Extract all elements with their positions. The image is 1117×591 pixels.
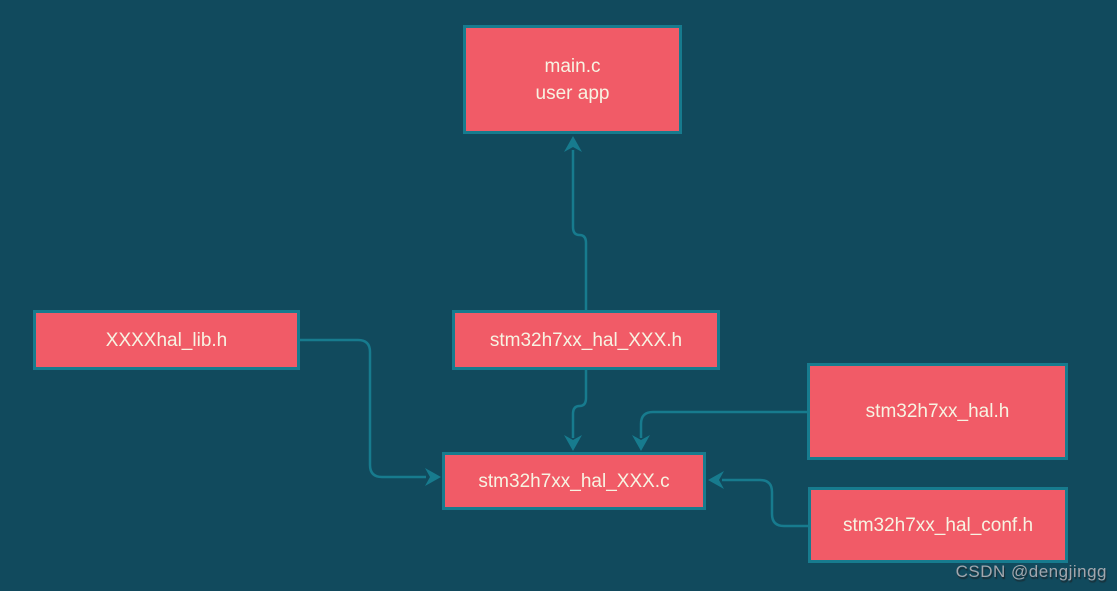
node-stm32h7xx-hal-xxx-c-label: stm32h7xx_hal_XXX.c: [478, 470, 670, 492]
node-stm32h7xx-hal-xxx-c: stm32h7xx_hal_XXX.c: [442, 452, 706, 510]
edge-halxxxh-to-halxxxc: [571, 370, 588, 438]
node-main-c-user-app: main.c user app: [463, 25, 682, 134]
edge-halh-to-halxxxc: [639, 410, 807, 438]
arrowhead-right-halxxxc: [425, 468, 441, 486]
arrowhead-down-halxxxc-right: [632, 435, 650, 451]
node-stm32h7xx-hal-conf-h: stm32h7xx_hal_conf.h: [808, 487, 1068, 563]
arrowhead-up-main: [564, 136, 582, 152]
edge-halconfh-to-halxxxc: [722, 478, 808, 528]
arrowhead-left-halxxxc: [708, 471, 724, 489]
edge-halxxxh-to-main: [571, 150, 588, 310]
node-stm32h7xx-hal-conf-h-label: stm32h7xx_hal_conf.h: [842, 514, 1034, 536]
node-stm32h7xx-hal-h: stm32h7xx_hal.h: [807, 363, 1068, 460]
node-main-line2: user app: [535, 82, 610, 104]
node-main-line1: main.c: [544, 55, 601, 77]
node-stm32h7xx-hal-h-label: stm32h7xx_hal.h: [865, 401, 1010, 422]
node-xxxxhal-lib-h: XXXXhal_lib.h: [33, 310, 300, 370]
watermark: CSDN @dengjingg: [955, 562, 1107, 581]
arrowhead-down-halxxxc-left: [564, 435, 582, 451]
node-stm32h7xx-hal-xxx-h: stm32h7xx_hal_XXX.h: [452, 310, 720, 370]
node-xxxxhal-lib-h-label: XXXXhal_lib.h: [105, 329, 228, 351]
edge-libh-to-halxxxc: [300, 338, 426, 479]
node-stm32h7xx-hal-xxx-h-label: stm32h7xx_hal_XXX.h: [489, 329, 683, 351]
